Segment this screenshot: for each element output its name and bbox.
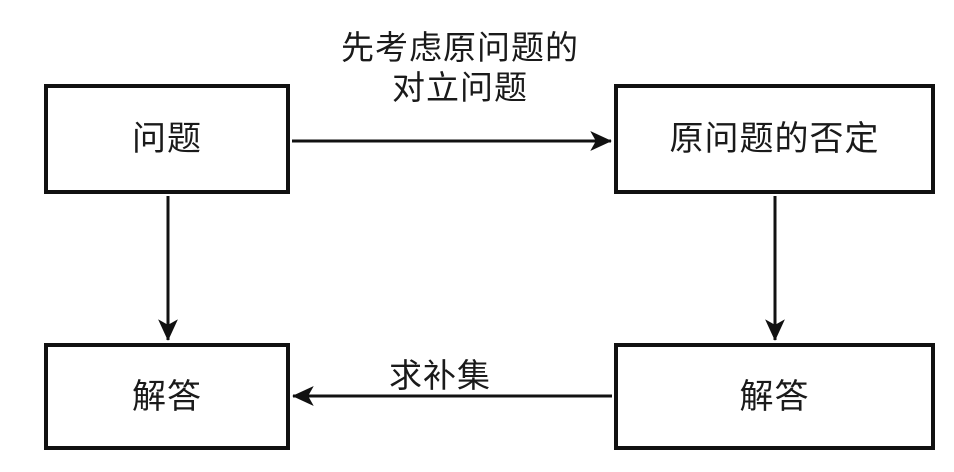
node-problem-label: 问题 bbox=[132, 119, 202, 159]
edge-label-bottom: 求补集 bbox=[340, 356, 540, 396]
node-negation[interactable]: 原问题的否定 bbox=[614, 84, 935, 194]
edge-label-top-line2: 对立问题 bbox=[392, 68, 528, 107]
node-negation-label: 原问题的否定 bbox=[669, 119, 880, 159]
node-problem[interactable]: 问题 bbox=[44, 84, 290, 194]
edge-label-top-line1: 先考虑原问题的 bbox=[341, 28, 579, 67]
edge-label-bottom-line1: 求补集 bbox=[389, 356, 491, 395]
node-answer-left-label: 解答 bbox=[132, 376, 202, 417]
node-answer-right[interactable]: 解答 bbox=[614, 343, 935, 450]
edge-label-top: 先考虑原问题的 对立问题 bbox=[300, 28, 620, 108]
node-answer-left[interactable]: 解答 bbox=[44, 343, 290, 450]
node-answer-right-label: 解答 bbox=[739, 376, 810, 417]
